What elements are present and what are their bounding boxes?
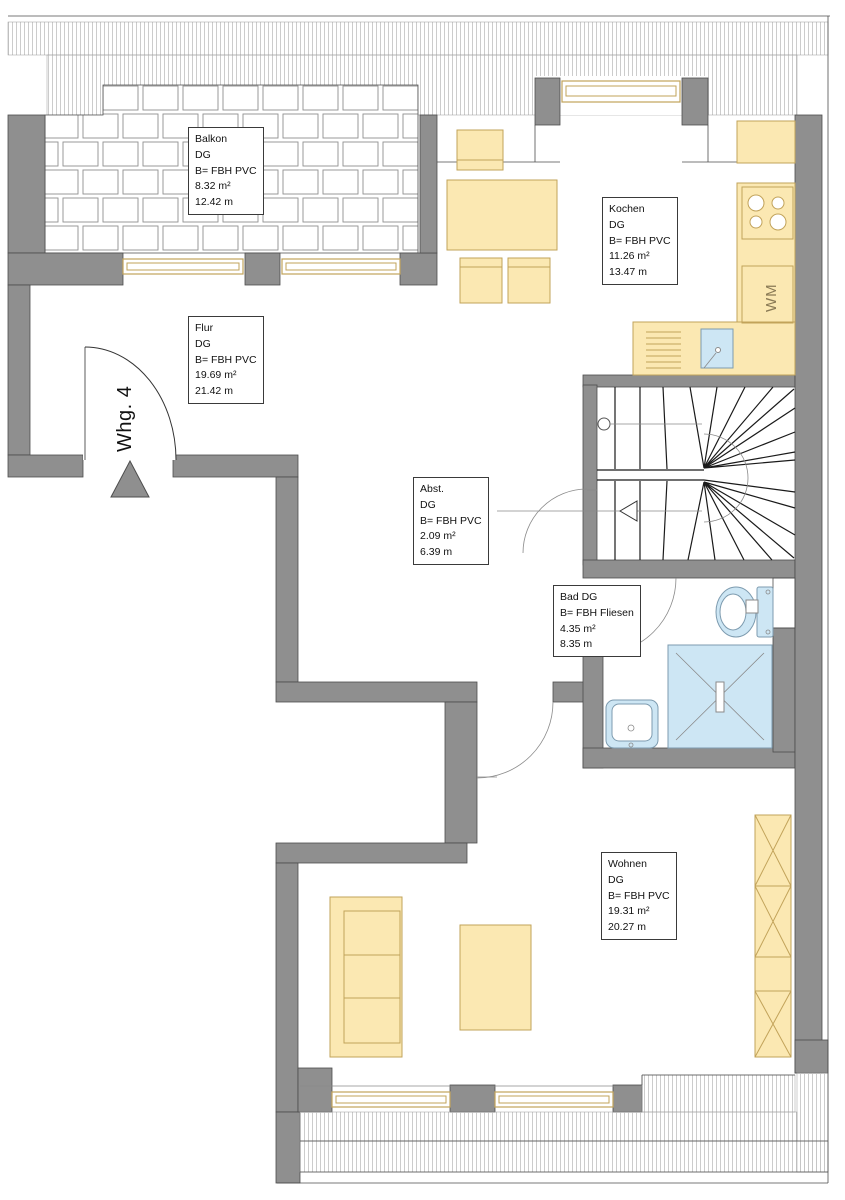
room-name: Abst. bbox=[420, 483, 444, 495]
floor-level: DG bbox=[195, 148, 211, 161]
kitchen-counter bbox=[736, 182, 796, 323]
sofa bbox=[329, 896, 403, 1058]
room-name: Bad DG bbox=[560, 591, 598, 603]
entrance-arrow bbox=[110, 459, 150, 498]
chair bbox=[507, 257, 551, 304]
dining-set bbox=[446, 129, 558, 304]
room-label-flur: Flur DG B= FBH PVC 19.69 m² 21.42 m bbox=[188, 316, 264, 404]
stove bbox=[741, 186, 794, 240]
room-area: 2.09 m² bbox=[420, 530, 456, 543]
wall bbox=[681, 77, 709, 126]
chair bbox=[459, 257, 503, 304]
burner bbox=[747, 194, 765, 212]
room-label-balkon: Balkon DG B= FBH PVC 8.32 m² 12.42 m bbox=[188, 127, 264, 215]
flooring-type: B= FBH PVC bbox=[195, 164, 257, 177]
floor-level: DG bbox=[420, 498, 436, 511]
room-area: 19.31 m² bbox=[608, 905, 650, 918]
room-perimeter: 21.42 m bbox=[195, 385, 233, 397]
stair-direction-arrow bbox=[619, 500, 638, 522]
room-area: 4.35 m² bbox=[560, 622, 596, 635]
room-label-kochen: Kochen DG B= FBH PVC 11.26 m² 13.47 m bbox=[602, 197, 678, 285]
room-name: Kochen bbox=[609, 203, 645, 215]
chair bbox=[456, 129, 504, 171]
wall bbox=[534, 77, 561, 126]
burner bbox=[749, 215, 763, 229]
shower bbox=[667, 644, 773, 749]
room-name: Balkon bbox=[195, 133, 228, 145]
balcony-window bbox=[281, 258, 401, 275]
washbasin bbox=[605, 699, 659, 749]
floor-level: DG bbox=[609, 218, 625, 231]
room-label-wohnen: Wohnen DG B= FBH PVC 19.31 m² 20.27 m bbox=[601, 852, 677, 940]
room-perimeter: 12.42 m bbox=[195, 196, 233, 208]
flooring-type: B= FBH PVC bbox=[608, 889, 670, 902]
flooring-type: B= FBH PVC bbox=[609, 234, 671, 247]
burner bbox=[769, 213, 787, 231]
living-window bbox=[331, 1091, 451, 1108]
floor-level: DG bbox=[608, 873, 624, 886]
faucet bbox=[703, 352, 717, 369]
washing-machine bbox=[741, 265, 794, 324]
floor-level: DG bbox=[195, 337, 211, 350]
burner bbox=[771, 196, 785, 210]
balcony-window bbox=[122, 258, 244, 275]
staircase bbox=[497, 386, 796, 561]
coffee-table bbox=[459, 924, 532, 1031]
room-area: 19.69 m² bbox=[195, 369, 237, 382]
kitchen-counter bbox=[736, 120, 796, 164]
dining-table bbox=[446, 179, 558, 251]
flooring-type: B= FBH PVC bbox=[420, 514, 482, 527]
toilet bbox=[715, 586, 774, 638]
flooring-type: B= FBH Fliesen bbox=[560, 606, 634, 619]
walkline-start bbox=[597, 417, 611, 431]
room-perimeter: 13.47 m bbox=[609, 266, 647, 278]
living-furniture bbox=[329, 814, 792, 1058]
room-area: 8.32 m² bbox=[195, 180, 231, 193]
balcony-windows bbox=[122, 258, 401, 275]
room-perimeter: 6.39 m bbox=[420, 546, 453, 558]
room-label-bad: Bad DG B= FBH Fliesen 4.35 m² 8.35 m bbox=[553, 585, 641, 657]
walls bbox=[7, 114, 829, 1184]
living-window bbox=[494, 1091, 614, 1108]
kitchen-fittings bbox=[632, 120, 796, 376]
washing-machine-label: WM bbox=[763, 283, 780, 312]
bathroom-fixtures bbox=[605, 586, 774, 749]
dish-drainer bbox=[646, 331, 681, 369]
dormer bbox=[534, 76, 709, 126]
room-label-abst: Abst. DG B= FBH PVC 2.09 m² 6.39 m bbox=[413, 477, 489, 565]
kitchen-window bbox=[561, 80, 681, 103]
winder-arc bbox=[703, 433, 749, 523]
room-name: Wohnen bbox=[608, 858, 647, 870]
room-perimeter: 20.27 m bbox=[608, 921, 646, 933]
bottom-facade bbox=[277, 16, 829, 1184]
room-area: 11.26 m² bbox=[609, 250, 650, 263]
abst-door-swing bbox=[522, 488, 588, 554]
unit-door-label: Whg. 4 bbox=[114, 386, 136, 452]
room-name: Flur bbox=[195, 322, 214, 334]
room-perimeter: 8.35 m bbox=[560, 638, 593, 651]
wardrobe bbox=[754, 814, 792, 1058]
entrance: Whg. 4 bbox=[83, 346, 177, 498]
flooring-type: B= FBH PVC bbox=[195, 353, 257, 366]
wohnen-door-swing bbox=[476, 701, 554, 779]
